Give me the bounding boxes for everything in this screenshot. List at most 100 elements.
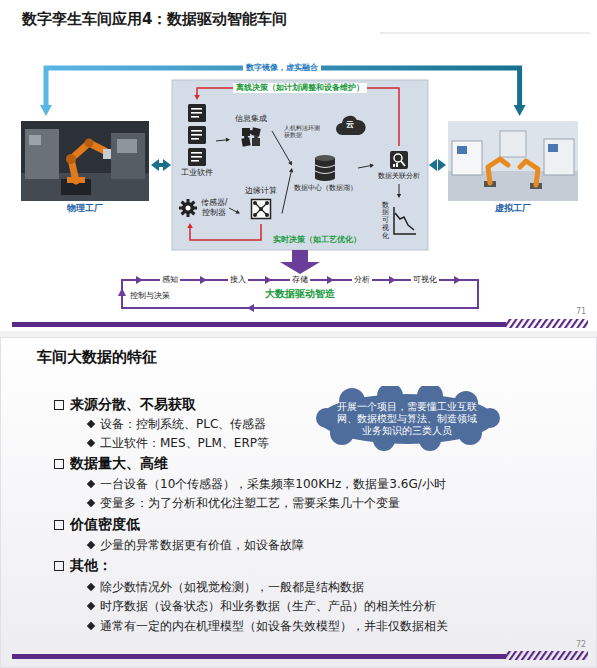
node-label: 数据可视化 [382, 202, 389, 240]
loop-chevron [389, 276, 396, 284]
text-label: 感知 [160, 275, 180, 285]
puzzle-icon [240, 126, 262, 148]
arrow-head [288, 161, 292, 166]
docs-icon-part [191, 116, 199, 118]
bubble-outline-part [458, 421, 482, 445]
connector-line [216, 140, 227, 141]
analysis-icon-part [393, 164, 395, 167]
square-bullet [54, 459, 64, 469]
edge-icon-part [255, 203, 267, 215]
render-icon-part [457, 146, 467, 154]
callout-cloud: 开展一个项目，需要懂工业互联网、数据模型与算法、制造领域业务知识的三类人员 [312, 386, 502, 452]
bubble-outline-part [480, 408, 500, 428]
edge-compute-box: 边缘计算 [240, 182, 282, 224]
arrow-head [235, 210, 240, 214]
square-bullet [54, 520, 64, 530]
photo-icon-part [67, 177, 85, 183]
text-label: 可视化 [411, 275, 439, 285]
visualisation-box: 数据可视化 [374, 198, 424, 244]
node-label: 大数据驱动智造 [122, 288, 478, 300]
connector-line [358, 166, 371, 168]
bullet-item: 通常有一定的内在机理模型（如设备失效模型），并非仅数据相关 [100, 619, 448, 634]
node-text-group: 数据关联分析 [374, 172, 424, 180]
node-label: 云 [334, 120, 366, 130]
arrow-head [151, 159, 159, 171]
db-icon-part [315, 165, 335, 168]
node-label: 数据关联分析 [374, 172, 424, 180]
analysis-icon-part [390, 151, 408, 169]
chart-icon-part [394, 207, 416, 234]
loop-chevron [454, 276, 461, 284]
connector-line [399, 184, 400, 195]
slide-gap [0, 331, 597, 337]
edge-icon-part [265, 201, 269, 205]
edge-icon-part [255, 203, 267, 215]
arrow-head [40, 105, 52, 116]
node-label: 信息集成 [230, 114, 272, 124]
connector [397, 184, 401, 198]
photo-icon [21, 121, 149, 201]
node-text-group: 工业软件 [178, 168, 216, 178]
analysis-icon-part [389, 150, 409, 170]
edge-icon-part [253, 201, 257, 205]
photo-icon-part [103, 149, 111, 159]
gear-icon [178, 198, 198, 218]
connector-line [282, 171, 291, 213]
edge-label: 离线决策（如计划调整和设备维护） [233, 83, 367, 93]
arrow-head [370, 164, 374, 168]
docs-icon [187, 104, 207, 166]
render-icon-part [448, 121, 578, 201]
edge-icon-part [253, 213, 257, 217]
slide-two-frame [1, 338, 597, 668]
docs-icon-part [191, 134, 202, 136]
node-text-group: 大数据驱动智造 [122, 288, 478, 300]
db-icon-part [315, 155, 335, 161]
text-label: 分析 [352, 275, 372, 285]
arrow-head [438, 159, 446, 171]
bubble-outline-part [319, 394, 495, 444]
db-icon-part [315, 175, 335, 181]
render-icon-part [452, 141, 482, 175]
render-icon-part [500, 131, 526, 157]
node-label: 物理工厂 [20, 203, 150, 214]
node-text-group: 开展一个项目，需要懂工业互联网、数据模型与算法、制造领域业务知识的三类人员 [336, 401, 478, 437]
edge-label: 实时决策（如工艺优化） [270, 235, 364, 245]
docs-icon-part [187, 104, 207, 166]
loop-chevron [136, 276, 143, 284]
cloud-shape: 云 [334, 112, 366, 138]
slide-one-ground [0, 0, 597, 331]
bullet-item: 时序数据（设备状态）和业务数据（生产、产品）的相关性分析 [100, 599, 436, 614]
gear-icon-part [185, 206, 190, 211]
docs-icon-part [191, 152, 202, 154]
render-icon-part [520, 161, 538, 185]
puzzle-icon-part [249, 130, 253, 134]
factory-photo: 物理工厂 [20, 116, 150, 218]
node-text-group: 传感器/控制器 [200, 198, 229, 217]
edge-icon [250, 198, 272, 220]
puzzle-icon-part [242, 128, 250, 136]
docs-icon-part [191, 156, 202, 158]
bullet-item: 设备：控制系统、PLC、传感器 [100, 417, 266, 432]
text-label: 人机料法环测 获数据 [284, 124, 324, 138]
docs-icon-part [188, 148, 206, 166]
connector [194, 88, 399, 146]
node-text-group: 信息集成 [230, 114, 272, 124]
slide-two-ground [0, 337, 597, 668]
connector-line [229, 208, 237, 212]
db-icon-part [313, 154, 337, 182]
loop-chevron [200, 276, 207, 284]
photo-icon-part [85, 138, 94, 147]
connector [187, 223, 261, 240]
render-icon-part [448, 121, 578, 201]
text-label: 接入 [228, 275, 248, 285]
node-text-group: 边缘计算 [240, 186, 282, 196]
node-text-group: 数据可视化 [382, 202, 389, 240]
loop-chevron [265, 276, 272, 284]
photo-icon-part [25, 129, 59, 179]
docs-icon-part [188, 104, 206, 122]
render-icon [448, 121, 578, 201]
bullet-item: 工业软件：MES、PLM、ERP等 [100, 436, 269, 451]
analysis-icon [389, 150, 409, 170]
db-icon-part [315, 171, 335, 174]
